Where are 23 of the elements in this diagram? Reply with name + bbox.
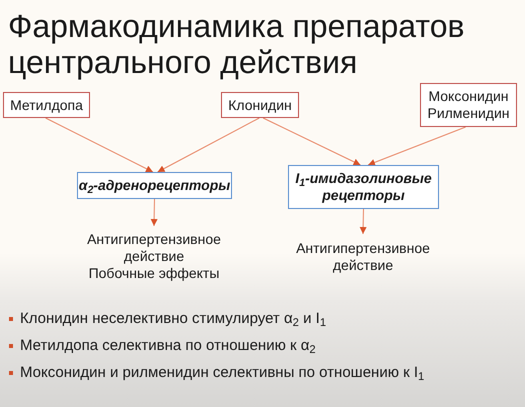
arrow xyxy=(150,198,158,226)
arrow xyxy=(45,118,154,172)
effect-text: Побочные эффекты xyxy=(88,265,220,282)
arrow xyxy=(157,118,260,172)
bullet-text: Метилдопа селективна по отношению к α$_{2}$ xyxy=(20,336,316,355)
receptor-name: α$_{2}$-адренорецепторы xyxy=(78,177,230,194)
drug-box xyxy=(221,92,299,118)
slide-title: Фармакодинамика препаратов центрального действия xyxy=(8,8,466,80)
drug-name: Клонидин xyxy=(228,96,292,114)
bullet-text: Клонидин неселективно стимулирует α$_{2}$ и I$_{1}$ xyxy=(20,309,326,328)
arrow xyxy=(360,208,367,234)
arrow xyxy=(262,118,361,166)
arrow xyxy=(368,126,466,166)
receptor-name: I$_{1}$-имидазолиновые рецепторы xyxy=(294,170,433,204)
drug-box xyxy=(3,92,90,118)
drug-name: Моксонидин Рилменидин xyxy=(426,88,510,122)
drug-box xyxy=(420,83,517,127)
receptor-box xyxy=(288,165,439,209)
bullet-text: Моксонидин и рилменидин селективны по отношению к I$_{1}$ xyxy=(20,363,424,382)
effect-text: Антигипертензивное действие xyxy=(295,240,431,274)
receptor-box xyxy=(77,172,232,199)
effect-text: Антигипертензивное действие xyxy=(86,231,222,265)
drug-name: Метилдопа xyxy=(10,96,83,114)
